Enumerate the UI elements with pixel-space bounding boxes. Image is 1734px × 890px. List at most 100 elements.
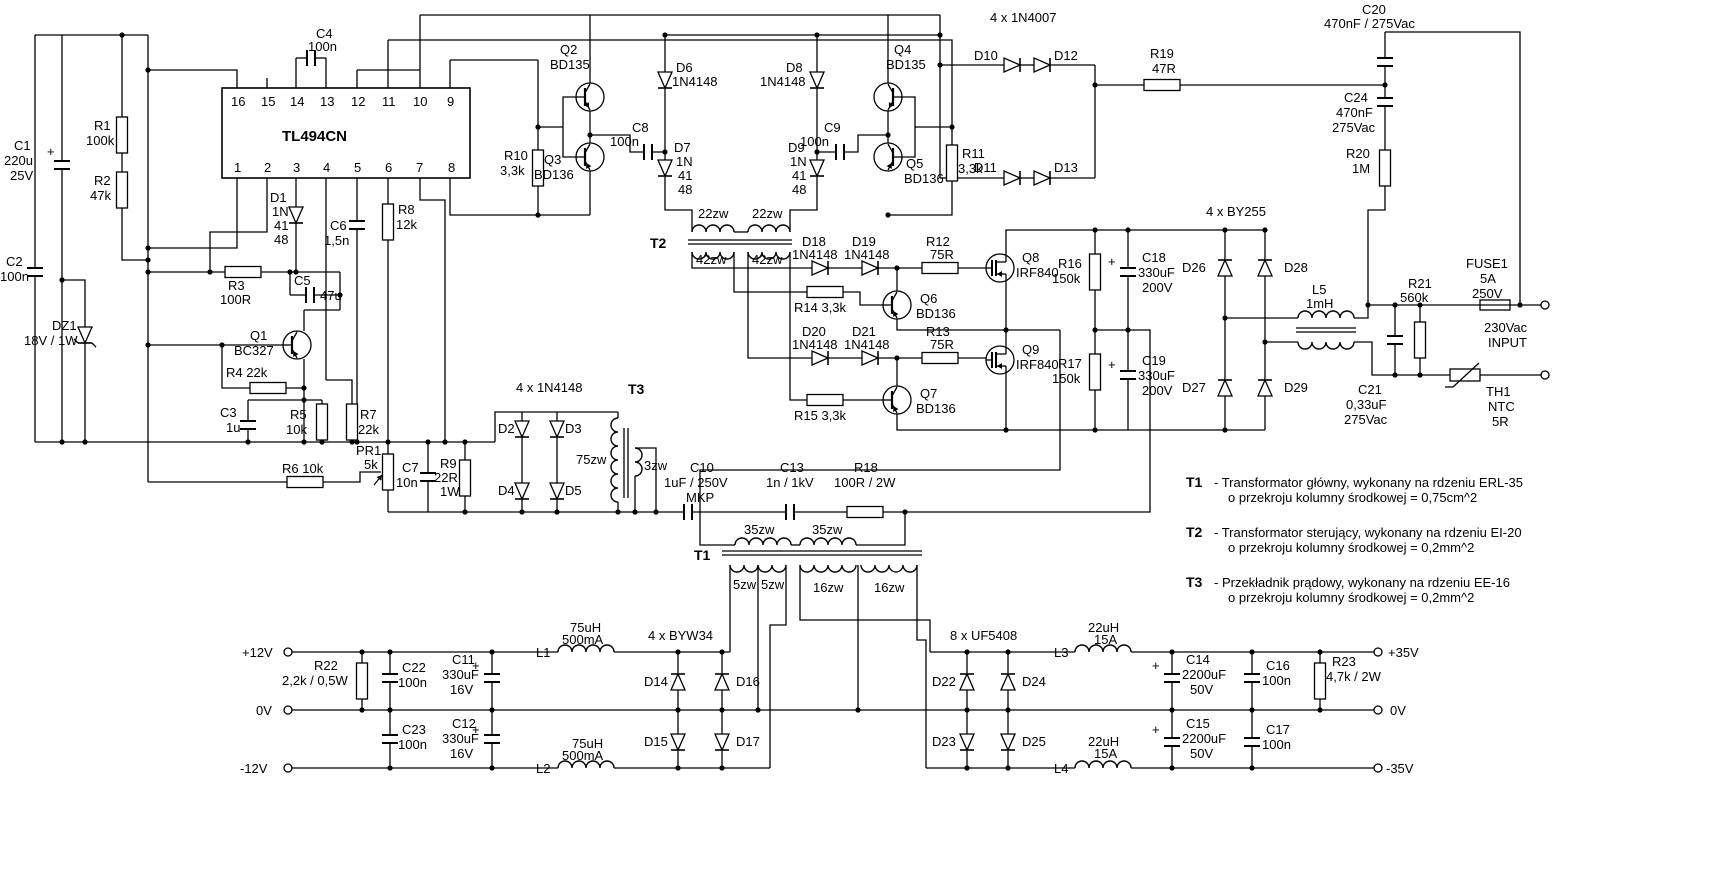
junction-dot — [662, 149, 668, 155]
junction-dot — [1392, 372, 1398, 378]
resistor-r1 — [115, 116, 129, 154]
schematic-label: 47R — [1152, 61, 1176, 76]
junction-dot — [82, 439, 88, 445]
wire — [121, 208, 148, 261]
junction-dot — [359, 649, 365, 655]
schematic-label: PR1 — [356, 443, 381, 458]
schematic-label: 250V — [1472, 286, 1503, 301]
schematic-label: C2 — [6, 254, 23, 269]
schematic-label: 16zw — [874, 580, 905, 595]
junction-dot — [964, 765, 970, 771]
schematic-label: + — [1108, 254, 1116, 269]
resistor-r2 — [115, 171, 129, 209]
junction-dot — [885, 212, 891, 218]
schematic-label: R7 — [360, 407, 377, 422]
junction-dot — [675, 707, 681, 713]
junction-dot — [855, 707, 861, 713]
resistor-r11 — [945, 144, 959, 182]
resistor-r15 — [806, 393, 844, 407]
schematic-label: 275Vac — [1344, 412, 1388, 427]
schematic-label: 4 x 1N4148 — [516, 380, 583, 395]
diode-d20 — [811, 350, 830, 366]
schematic-label: D19 — [852, 234, 876, 249]
inductor-winding-t2-sec-a — [691, 251, 735, 260]
wire — [590, 134, 644, 153]
potentiometer-pr1 — [381, 453, 395, 491]
schematic-label: C12 — [452, 716, 476, 731]
schematic-label: R18 — [854, 460, 878, 475]
wire — [562, 96, 576, 158]
terminal — [283, 647, 293, 657]
schematic-label: TH1 — [1486, 384, 1511, 399]
schematic-label: R22 — [314, 658, 338, 673]
schematic-label: o przekroju kolumny środkowej = 0,2mm^2 — [1228, 590, 1474, 605]
schematic-label: INPUT — [1488, 335, 1527, 350]
schematic-label: 100n — [800, 134, 829, 149]
junction-dot — [894, 355, 900, 361]
wire — [419, 178, 446, 442]
terminal — [1373, 705, 1383, 715]
junction-dot — [1005, 707, 1011, 713]
schematic-label: 500mA — [562, 748, 604, 763]
transistor-emitter-arrow-q5 — [886, 163, 892, 169]
schematic-label: -35V — [1386, 761, 1414, 776]
diode-d25 — [1000, 733, 1016, 752]
schematic-label: NTC — [1488, 399, 1515, 414]
schematic-label: 9 — [447, 94, 454, 109]
schematic-label: D27 — [1182, 380, 1206, 395]
schematic-label: 0V — [256, 703, 272, 718]
junction-dot — [719, 649, 725, 655]
schematic-label: R16 — [1058, 256, 1082, 271]
schematic-label: C23 — [402, 722, 426, 737]
potentiometer-wiper-arrow-pr1 — [376, 475, 382, 481]
schematic-label: D22 — [932, 674, 956, 689]
schematic-label: R21 — [1408, 276, 1432, 291]
transistor-collector-q2 — [584, 83, 591, 94]
schematic-label: 100R / 2W — [834, 475, 896, 490]
schematic-label: D18 — [802, 234, 826, 249]
junction-dot — [1262, 227, 1268, 233]
junction-dot — [615, 509, 621, 515]
inductor-winding-l5-b — [1297, 341, 1355, 350]
junction-dot — [662, 32, 668, 38]
diode-d19 — [861, 260, 880, 276]
resistor-r18 — [846, 505, 884, 519]
resistor-r14 — [806, 285, 844, 299]
schematic-label: BD136 — [916, 401, 956, 416]
schematic-label: 100R — [220, 292, 251, 307]
junction-dot — [293, 269, 299, 275]
junction-dot — [442, 439, 448, 445]
schematic-label: C11 — [452, 652, 475, 667]
inductor-winding-t1-sec-5zw-b — [757, 564, 787, 573]
junction-dot — [1517, 302, 1523, 308]
junction-dot — [1169, 765, 1175, 771]
junction-dot — [1125, 327, 1131, 333]
schematic-label: R12 — [926, 234, 950, 249]
schematic-label: 1N4148 — [760, 74, 806, 89]
wire — [1354, 341, 1450, 376]
schematic-label: D16 — [736, 674, 760, 689]
schematic-label: L3 — [1054, 645, 1068, 660]
schematic-label: 35zw — [744, 522, 775, 537]
schematic-label: 8 — [448, 160, 455, 175]
junction-dot — [489, 765, 495, 771]
junction-dot — [301, 397, 307, 403]
zener-diode-dz1 — [77, 326, 93, 345]
junction-dot — [535, 124, 541, 130]
diode-d6 — [657, 71, 673, 90]
schematic-label: 330uF — [442, 731, 479, 746]
inductor-winding-t2-pri-a — [691, 224, 735, 233]
diode-d9 — [809, 159, 825, 178]
schematic-label: 47k — [90, 188, 111, 203]
schematic-label: 4 x 1N4007 — [990, 10, 1057, 25]
schematic-label: 1uF / 250V — [664, 475, 728, 490]
schematic-label: D6 — [676, 60, 693, 75]
schematic-label: Q9 — [1022, 342, 1039, 357]
schematic-label: 1,5n — [324, 233, 349, 248]
resistor-r8 — [381, 203, 395, 241]
resistor-r9 — [458, 459, 472, 497]
schematic-label: 5k — [364, 457, 378, 472]
schematic-label: R14 3,3k — [794, 300, 847, 315]
diode-d28 — [1257, 258, 1273, 277]
